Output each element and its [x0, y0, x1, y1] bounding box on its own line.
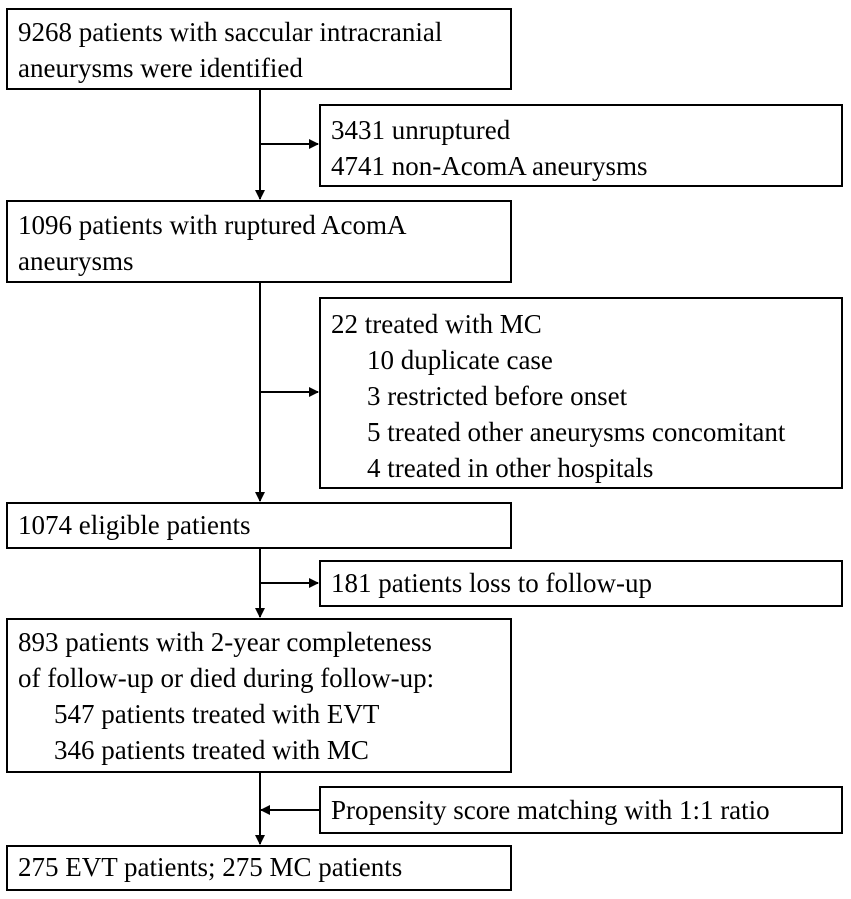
exclusion-1-line-2: 4741 non-AcomA aneurysms	[331, 151, 648, 181]
complete-followup-box: 893 patients with 2-year completeness of…	[6, 618, 512, 773]
complete-item-evt: 547 patients treated with EVT	[54, 699, 380, 729]
complete-line-1: 893 patients with 2-year completeness	[18, 627, 432, 657]
complete-line-2: of follow-up or died during follow-up:	[18, 663, 435, 693]
complete-item-mc: 346 patients treated with MC	[54, 735, 369, 765]
exclusion-2-header: 22 treated with MC	[331, 309, 542, 339]
loss-to-followup-box: 181 patients loss to follow-up	[319, 560, 843, 607]
ruptured-acoma-box: 1096 patients with ruptured AcomA aneury…	[6, 200, 512, 283]
identified-patients-box: 9268 patients with saccular intracranial…	[6, 8, 512, 90]
psm-line: Propensity score matching with 1:1 ratio	[331, 795, 770, 825]
identified-line-1: 9268 patients with saccular intracranial	[18, 17, 443, 47]
exclusion-1-line-1: 3431 unruptured	[331, 115, 511, 145]
final-cohort-box: 275 EVT patients; 275 MC patients	[6, 845, 512, 891]
eligible-line: 1074 eligible patients	[18, 510, 251, 540]
final-line: 275 EVT patients; 275 MC patients	[18, 852, 403, 882]
ruptured-line-2: aneurysms	[18, 246, 134, 276]
identified-line-2: aneurysms were identified	[18, 53, 303, 83]
exclusion-box-mc: 22 treated with MC 10 duplicate case 3 r…	[319, 297, 843, 489]
exclusion-2-item: 10 duplicate case	[367, 345, 553, 375]
exclusion-box-unruptured: 3431 unruptured 4741 non-AcomA aneurysms	[319, 104, 843, 187]
exclusion-2-item: 3 restricted before onset	[367, 381, 628, 411]
exclusion-2-item: 4 treated in other hospitals	[367, 453, 654, 483]
propensity-matching-box: Propensity score matching with 1:1 ratio	[319, 786, 843, 834]
eligible-patients-box: 1074 eligible patients	[6, 502, 512, 549]
loss-line: 181 patients loss to follow-up	[331, 568, 652, 598]
ruptured-line-1: 1096 patients with ruptured AcomA	[18, 210, 407, 240]
exclusion-2-item: 5 treated other aneurysms concomitant	[367, 417, 786, 447]
